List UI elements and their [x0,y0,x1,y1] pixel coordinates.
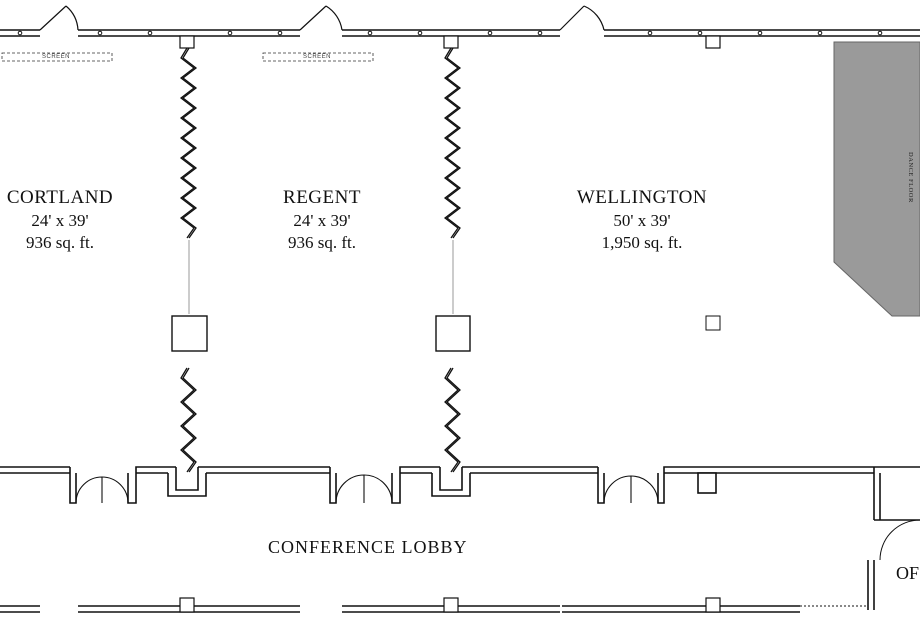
dance-floor [833,41,920,317]
dance-floor-label: DANCE FLOOR [907,152,914,203]
lobby-upper-wall [0,466,874,504]
room-dimensions: 24' x 39' [293,211,351,230]
top-wall-window-marks [17,30,883,36]
room-dimensions: 24' x 39' [31,211,89,230]
bottom-wall-posts [179,597,721,613]
columns [171,315,721,352]
bottom-wall [0,605,868,613]
room-name: REGENT [283,187,361,208]
office-walls [867,466,920,610]
room-regent: REGENT 24' x 39' 936 sq. ft. [250,186,394,254]
screen-label-cortland: SCREEN [42,54,71,60]
room-wellington: WELLINGTON 50' x 39' 1,950 sq. ft. [560,186,724,254]
room-area: 936 sq. ft. [26,233,94,252]
top-wall-posts [179,35,721,49]
screen-outlines [1,52,374,62]
air-wall-cortland-regent [179,47,198,473]
office-label-partial: OF [896,563,920,583]
room-area: 936 sq. ft. [288,233,356,252]
room-cortland: CORTLAND 24' x 39' 936 sq. ft. [0,186,130,254]
lobby-door-swings [75,474,659,504]
room-dimensions: 50' x 39' [613,211,671,230]
room-name: WELLINGTON [576,187,708,208]
room-area: 1,950 sq. ft. [601,233,683,252]
top-door-swings [39,5,605,31]
air-wall-regent-wellington [443,47,462,473]
top-wall [0,29,920,37]
screen-label-regent: SCREEN [303,54,332,60]
lobby-label: CONFERENCE LOBBY [268,537,468,557]
room-name: CORTLAND [6,187,114,208]
